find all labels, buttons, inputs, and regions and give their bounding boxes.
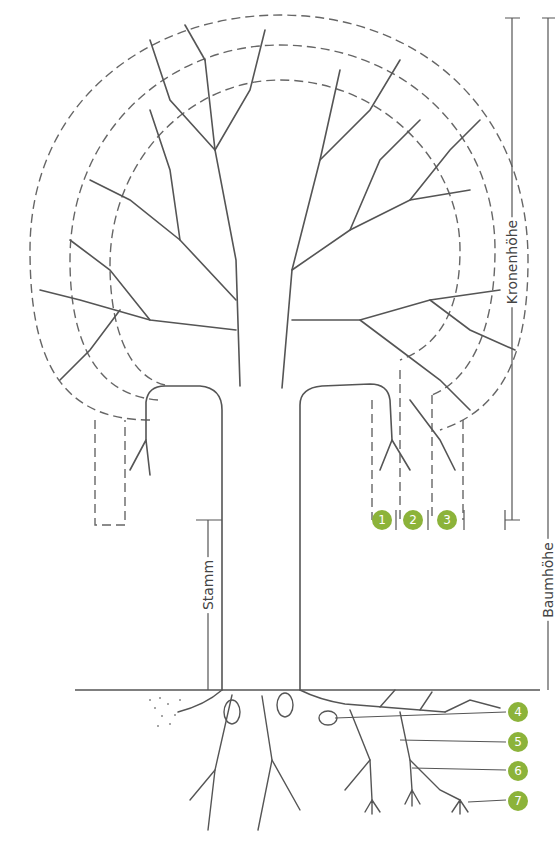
dimension-label: Kronenhöhe [504, 217, 520, 307]
callout-number: 2 [403, 510, 423, 530]
dimension-label: Stamm [200, 557, 216, 613]
callout-number: 7 [508, 791, 528, 811]
dimension-label: Baumhöhe [540, 539, 556, 621]
callout-number: 5 [508, 732, 528, 752]
root-system [178, 690, 500, 830]
soil-stipple [149, 697, 181, 727]
callout-number: 4 [508, 702, 528, 722]
crown-zones [30, 15, 528, 525]
ground-line [75, 689, 540, 691]
callout-number: 3 [437, 510, 457, 530]
leader-lines [335, 712, 506, 802]
tree-outline [40, 25, 515, 690]
dimension-lines [196, 18, 555, 690]
callout-number: 1 [372, 510, 392, 530]
callout-number: 6 [508, 761, 528, 781]
